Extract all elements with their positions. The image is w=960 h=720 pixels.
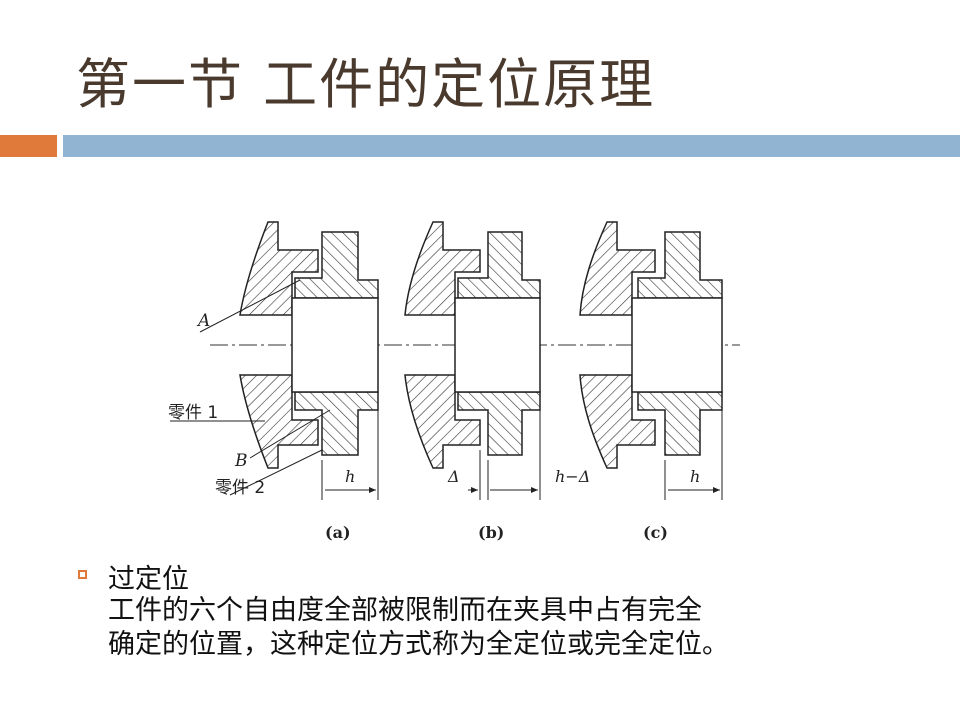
dim-h-a: h bbox=[345, 467, 355, 486]
label-A: A bbox=[196, 311, 210, 331]
diagram-c bbox=[579, 221, 723, 500]
bullet-heading: 过定位 bbox=[108, 564, 189, 595]
square-bullet-icon bbox=[78, 570, 87, 579]
bullet-line: 确定的位置，这种定位方式称为全定位或完全定位。 bbox=[108, 629, 729, 660]
dim-delta: Δ bbox=[447, 467, 460, 486]
label-part2: 零件 2 bbox=[215, 478, 265, 498]
bullet-body: 工件的六个自由度全部被限制而在夹具中占有完全 确定的位置，这种定位方式称为全定位… bbox=[108, 594, 908, 662]
title-accent-bar-orange bbox=[0, 135, 57, 157]
positioning-diagram: A 零件 1 B 零件 2 h Δ h−Δ h (a) (b) (c) bbox=[150, 210, 750, 555]
diagram-b bbox=[404, 221, 541, 500]
caption-b: (b) bbox=[478, 523, 504, 542]
title-accent-bar-blue bbox=[63, 135, 960, 157]
caption-a: (a) bbox=[325, 523, 351, 542]
dim-h-c: h bbox=[690, 467, 700, 486]
bullet-line: 工件的六个自由度全部被限制而在夹具中占有完全 bbox=[108, 595, 702, 626]
dim-h-minus-delta: h−Δ bbox=[555, 467, 590, 486]
diagram-a bbox=[170, 221, 379, 500]
caption-c: (c) bbox=[643, 523, 668, 542]
label-B: B bbox=[234, 451, 248, 471]
label-part1: 零件 1 bbox=[168, 403, 218, 423]
slide-title: 第一节 工件的定位原理 bbox=[76, 53, 656, 116]
